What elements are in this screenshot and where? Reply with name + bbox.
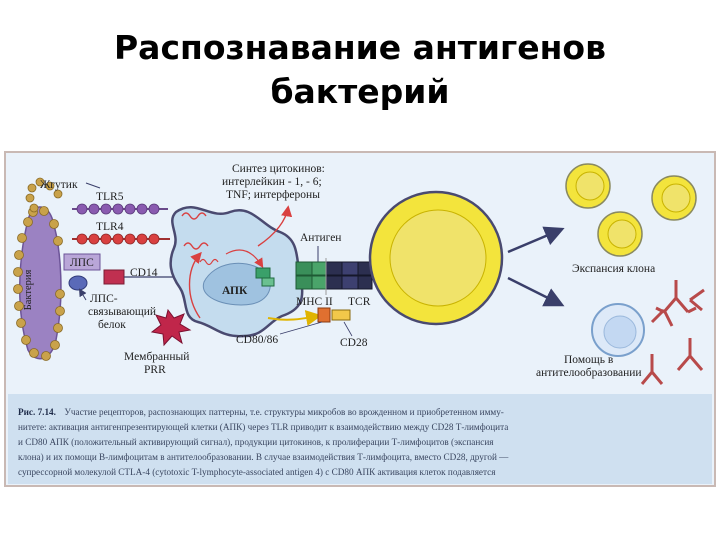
slide-title-line1: Распознавание антигенов [114, 28, 606, 67]
caption-line1-text: Участие рецепторов, распознающих паттерн… [64, 407, 503, 417]
tlr4-receptor: TLR4 [72, 221, 170, 245]
mhc-tcr-complex [295, 258, 373, 295]
cd28-label: CD28 [340, 337, 368, 349]
tlr5-label: TLR5 [96, 191, 124, 203]
help-line1: Помощь в [564, 354, 614, 366]
slide-title: Распознавание антигенов бактерий [0, 26, 720, 114]
caption-fig-label: Рис. 7.14. [18, 407, 56, 417]
caption-box [8, 394, 712, 484]
caption-line4: клона) и их помощи В-лимфоцитам в антите… [18, 452, 509, 462]
figure-panel: Бактерия Жгутик TLR5 TLR4 ЛПС CD14 ЛПС- … [0, 150, 720, 488]
cd80-label: CD80/86 [236, 334, 278, 346]
bacterium-label: Бактерия [23, 270, 34, 311]
clone-label: Экспансия клона [572, 263, 655, 275]
b-cell [591, 303, 645, 357]
apc-cell: АПК [169, 205, 304, 338]
membrane-prr-star [150, 308, 192, 347]
tlr5-receptor: TLR5 [72, 191, 168, 215]
caption-line1: Рис. 7.14. Участие рецепторов, распознаю… [18, 402, 504, 419]
apc-label: АПК [222, 285, 248, 297]
lbp-label-2: связывающий [88, 306, 156, 318]
diagram-svg: Бактерия Жгутик TLR5 TLR4 ЛПС CD14 ЛПС- … [4, 151, 716, 487]
cd80-cd28-pair [267, 307, 351, 326]
caption-line3: и CD80 АПК (положительный активирующий с… [18, 437, 494, 447]
lps-label: ЛПС [70, 257, 94, 269]
caption-line5: супрессорной молекулой CTLA-4 (cytotoxic… [18, 467, 496, 477]
bacterium: Бактерия [13, 177, 65, 361]
cd14-receptor: CD14 [103, 267, 180, 285]
membrane-prr-label-1: Мембранный [124, 351, 189, 363]
tcr-label: TCR [348, 296, 371, 308]
caption-line2: нитете: активация антигенпрезентирующей … [18, 422, 508, 432]
arrow-to-help [507, 276, 565, 307]
mhc-label: MHC II [296, 296, 333, 308]
cytokines-line3: TNF; интерфероны [226, 189, 320, 201]
cd14-label: CD14 [130, 267, 158, 279]
t-lymphocyte [368, 190, 504, 326]
clone-cells [565, 163, 697, 257]
lps-box [63, 253, 101, 271]
slide-title-line2: бактерий [270, 72, 450, 111]
cytokines-line1: Синтез цитокинов: [232, 163, 325, 175]
membrane-prr-label-2: PRR [144, 364, 166, 376]
lbp-shape [68, 275, 88, 291]
arrow-to-clone [507, 226, 565, 254]
antigen-label: Антиген [300, 232, 341, 244]
lbp-label-1: ЛПС- [90, 293, 118, 305]
help-line2: антителообразовании [536, 367, 642, 379]
flagellum-label: Жгутик [40, 179, 78, 191]
tlr4-label: TLR4 [96, 221, 124, 233]
antibodies [640, 280, 705, 385]
lbp-label-3: белок [98, 319, 126, 331]
cytokines-line2: интерлейкин - 1, - 6; [222, 176, 322, 188]
